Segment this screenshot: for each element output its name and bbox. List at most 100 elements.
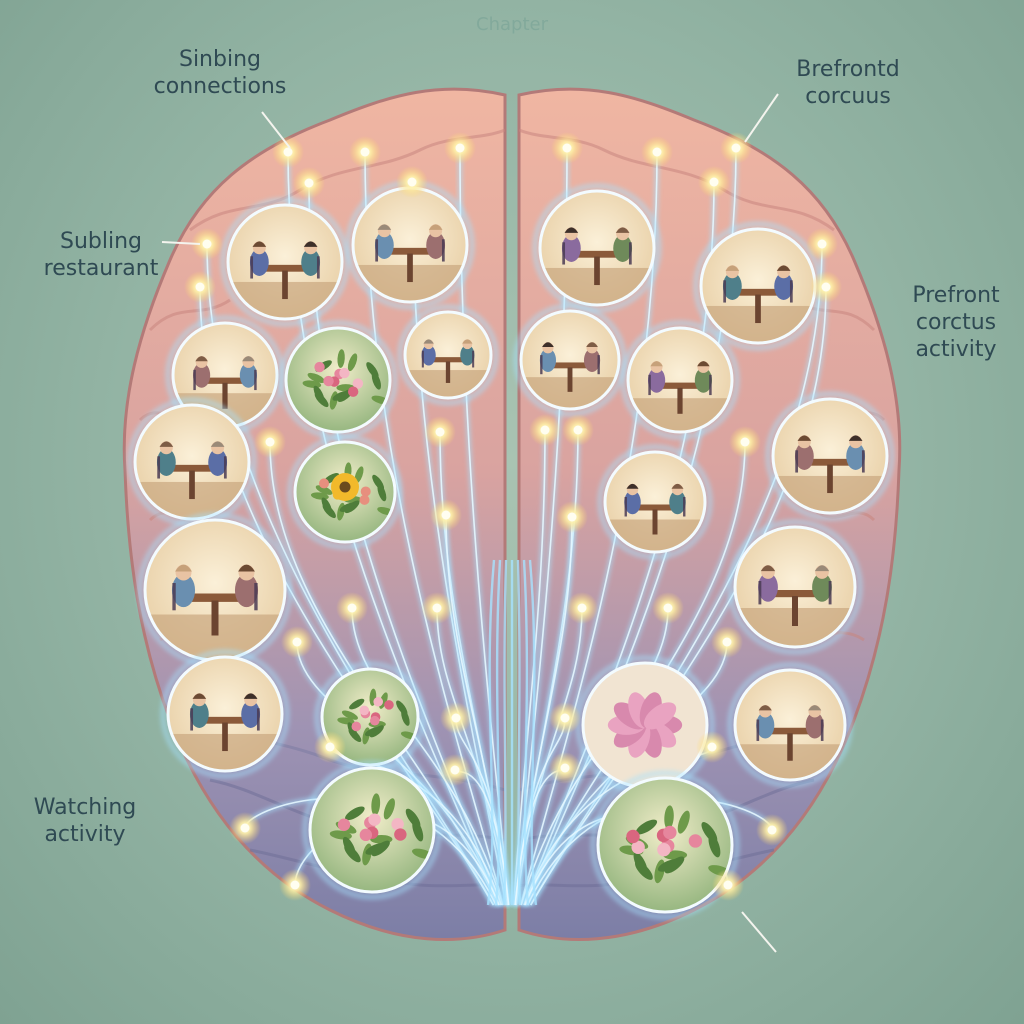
scene-person-figure bbox=[794, 435, 814, 473]
synapse-glow bbox=[556, 501, 588, 533]
synapse-glow bbox=[336, 592, 368, 624]
scene-person-figure bbox=[774, 265, 794, 303]
synapse-glow bbox=[430, 499, 462, 531]
scene-halo bbox=[727, 662, 853, 788]
synapse-glow bbox=[720, 132, 752, 164]
scene-person-figure bbox=[583, 342, 601, 375]
nerve-trunk-6 bbox=[528, 559, 538, 906]
scene-garden bbox=[278, 320, 398, 440]
scene-person-figure bbox=[756, 704, 775, 741]
scene-person-figure bbox=[208, 441, 228, 479]
label-mid-right: Prefront corctus activity bbox=[912, 283, 1000, 362]
synapse-glow bbox=[696, 731, 728, 763]
label-leader-lines bbox=[161, 93, 779, 953]
scene-halo bbox=[765, 391, 895, 521]
scene-person-figure bbox=[758, 565, 778, 605]
scene-bouquet bbox=[590, 770, 740, 920]
synapse-glow bbox=[551, 132, 583, 164]
memory-scenes bbox=[127, 180, 895, 920]
scene-people-hugging bbox=[397, 304, 499, 406]
scene-frame bbox=[166, 655, 284, 773]
scene-person-figure bbox=[669, 483, 686, 517]
synapse-glow bbox=[549, 752, 581, 784]
synapse-glow bbox=[440, 702, 472, 734]
scene-halo bbox=[727, 519, 863, 655]
scene-people-bistro bbox=[727, 519, 863, 655]
synapse-glow bbox=[549, 702, 581, 734]
diagram-title: Chapter bbox=[476, 14, 548, 35]
label-top-left: Sinbing connections bbox=[153, 47, 287, 99]
synapse-glow bbox=[566, 592, 598, 624]
leader-top-right bbox=[744, 93, 779, 143]
scene-person-figure bbox=[239, 356, 257, 391]
scene-person-figure bbox=[234, 564, 259, 611]
label-mid-left: Subling restaurant bbox=[43, 229, 159, 281]
scene-person-figure bbox=[421, 339, 436, 368]
scene-people-cafe bbox=[620, 320, 740, 440]
leader-bottom-right bbox=[741, 911, 777, 953]
scene-person-figure bbox=[812, 565, 832, 605]
scene-frame bbox=[284, 326, 392, 434]
synapse-glow bbox=[756, 814, 788, 846]
scene-people-laptop bbox=[160, 649, 290, 779]
synapse-glow bbox=[806, 228, 838, 260]
synapse-glow bbox=[184, 271, 216, 303]
scene-frame bbox=[733, 668, 847, 782]
synapse-glow bbox=[810, 271, 842, 303]
scene-frame bbox=[603, 450, 707, 554]
scene-halo bbox=[597, 444, 713, 560]
scene-person-figure bbox=[694, 361, 712, 396]
scene-pink-flower bbox=[575, 655, 715, 795]
scene-frame bbox=[519, 309, 621, 411]
scene-frame bbox=[771, 397, 889, 515]
scene-halo bbox=[397, 304, 499, 406]
nerve-trunk-2 bbox=[502, 559, 508, 906]
scene-halo bbox=[302, 760, 442, 900]
scene-people-dining-left bbox=[765, 391, 895, 521]
synapse-glow bbox=[293, 167, 325, 199]
scene-people-talking-left bbox=[513, 303, 627, 417]
scene-person-figure bbox=[374, 224, 394, 262]
scene-person-figure bbox=[613, 227, 633, 265]
synapse-glow bbox=[314, 731, 346, 763]
scene-people-meal bbox=[597, 444, 713, 560]
scene-frame bbox=[403, 310, 493, 400]
scene-frame bbox=[538, 189, 656, 307]
synapse-glow bbox=[281, 626, 313, 658]
scene-frame bbox=[596, 776, 734, 914]
scene-person-figure bbox=[249, 241, 269, 279]
scene-halo bbox=[590, 770, 740, 920]
synapse-glow bbox=[712, 869, 744, 901]
synapse-glow bbox=[424, 416, 456, 448]
scene-halo bbox=[220, 197, 350, 327]
scene-person-resting bbox=[345, 180, 475, 310]
scene-person-figure bbox=[241, 693, 261, 731]
nerve-trunk-0 bbox=[486, 559, 496, 906]
scene-halo bbox=[160, 649, 290, 779]
scene-person-figure bbox=[460, 339, 475, 368]
synapse-glow bbox=[396, 166, 428, 198]
scene-person-figure bbox=[846, 435, 866, 473]
scene-frame bbox=[293, 440, 397, 544]
synapse-glow bbox=[349, 136, 381, 168]
scene-frame bbox=[733, 525, 857, 649]
scene-person-figure bbox=[624, 483, 641, 517]
scene-people-workshop bbox=[727, 662, 853, 788]
scene-person-figure bbox=[301, 241, 321, 279]
nerve-fiber-4 bbox=[519, 151, 658, 906]
nerve-trunk-4 bbox=[516, 559, 522, 906]
synapse-glow bbox=[191, 228, 223, 260]
scene-person-figure bbox=[193, 356, 211, 391]
leader-mid-left bbox=[161, 241, 201, 245]
synapse-glow bbox=[421, 592, 453, 624]
synapse-glow bbox=[439, 754, 471, 786]
scene-frame bbox=[226, 203, 344, 321]
scene-sunflower bbox=[287, 434, 403, 550]
scene-leaves bbox=[302, 760, 442, 900]
scene-people-table-right bbox=[127, 397, 257, 527]
scene-person-figure bbox=[156, 441, 176, 479]
synapse-glow bbox=[562, 414, 594, 446]
scene-person-figure bbox=[648, 361, 666, 396]
scene-person-figure bbox=[722, 265, 742, 303]
